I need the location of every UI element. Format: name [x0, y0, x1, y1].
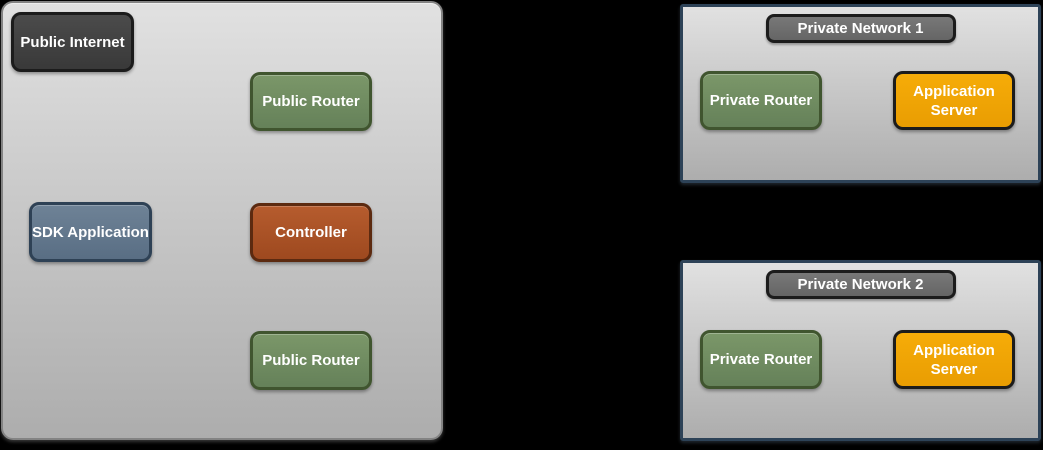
node-public-router-bottom-label: Public Router	[262, 352, 360, 369]
public-zone-panel: Public Internet Public Router SDK Applic…	[1, 1, 443, 440]
node-public-router-top: Public Router	[250, 72, 372, 131]
node-private-router-2: Private Router	[700, 330, 822, 389]
node-controller: Controller	[250, 203, 372, 262]
private-network-1-title: Private Network 1	[797, 20, 924, 37]
node-application-server-1: Application Server	[893, 71, 1015, 130]
node-private-router-2-label: Private Router	[709, 351, 813, 368]
private-network-2-title: Private Network 2	[797, 276, 924, 293]
node-public-internet-label: Public Internet	[20, 33, 125, 51]
node-sdk-application: SDK Application	[29, 202, 152, 262]
node-private-router-1-label: Private Router	[709, 92, 813, 109]
private-network-2-panel: Private Network 2 Private Router Applica…	[680, 260, 1041, 441]
node-application-server-1-label: Application Server	[913, 82, 995, 119]
node-application-server-2-label: Application Server	[913, 341, 995, 378]
node-controller-label: Controller	[275, 224, 347, 241]
node-application-server-2: Application Server	[893, 330, 1015, 389]
private-network-1-title-badge: Private Network 1	[765, 14, 956, 43]
node-sdk-application-label: SDK Application	[32, 223, 149, 241]
private-network-1-panel: Private Network 1 Private Router Applica…	[680, 4, 1041, 183]
node-public-router-bottom: Public Router	[250, 331, 372, 390]
node-private-router-1: Private Router	[700, 71, 822, 130]
node-public-router-top-label: Public Router	[262, 93, 360, 110]
private-network-2-title-badge: Private Network 2	[765, 270, 956, 299]
node-public-internet: Public Internet	[11, 12, 134, 72]
